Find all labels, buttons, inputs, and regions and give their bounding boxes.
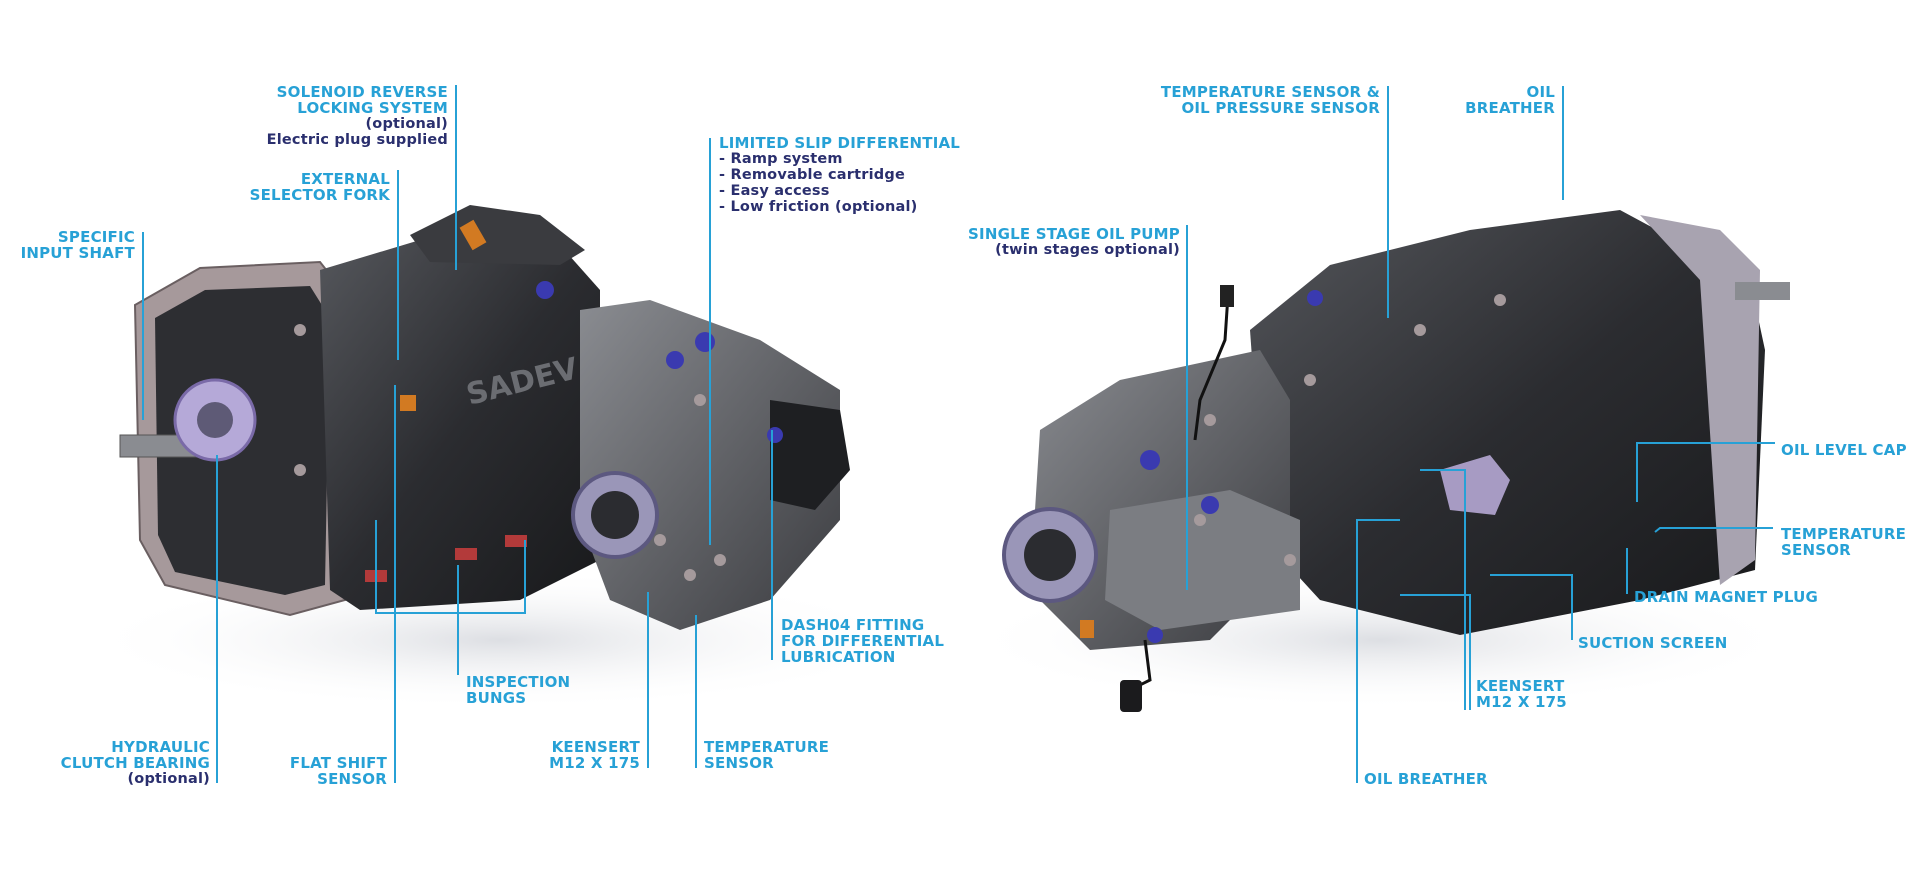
label-temperature-oil-pressure-sensor: TEMPERATURE SENSOR & OIL PRESSURE SENSOR xyxy=(1150,84,1380,116)
label-line: OIL LEVEL CAP xyxy=(1781,441,1907,459)
label-line: OIL PRESSURE SENSOR xyxy=(1181,99,1380,117)
label-line: FOR DIFFERENTIAL xyxy=(781,632,945,650)
label-line: DRAIN MAGNET PLUG xyxy=(1634,588,1818,606)
label-line: FLAT SHIFT xyxy=(289,754,387,772)
label-line: OIL BREATHER xyxy=(1364,770,1488,788)
label-line: SOLENOID REVERSE xyxy=(276,83,448,101)
label-line: SPECIFIC xyxy=(57,228,135,246)
label-hydraulic-clutch-bearing: HYDRAULIC CLUTCH BEARING (optional) xyxy=(50,739,210,787)
label-line: INPUT SHAFT xyxy=(20,244,135,262)
lsd-item: - Low friction (optional) xyxy=(719,199,918,215)
label-line: M12 X 175 xyxy=(549,754,640,772)
label-note: (twin stages optional) xyxy=(995,242,1180,258)
label-optional: (optional) xyxy=(127,771,210,787)
label-line: TEMPERATURE xyxy=(1781,525,1907,543)
label-line: EXTERNAL xyxy=(300,170,390,188)
label-keensert-right: KEENSERT M12 X 175 xyxy=(1476,678,1586,710)
label-line: SENSOR xyxy=(704,754,774,772)
label-solenoid-reverse: SOLENOID REVERSE LOCKING SYSTEM (optiona… xyxy=(260,84,448,148)
label-oil-breather-top: OIL BREATHER xyxy=(1450,84,1555,116)
label-line: KEENSERT xyxy=(551,738,640,756)
label-line: CLUTCH BEARING xyxy=(60,754,210,772)
lsd-item: - Removable cartridge xyxy=(719,167,905,183)
label-suction-screen: SUCTION SCREEN xyxy=(1578,635,1738,651)
label-keensert-left: KEENSERT M12 X 175 xyxy=(530,739,640,771)
lsd-item: - Ramp system xyxy=(719,151,843,167)
label-line: TEMPERATURE xyxy=(704,738,830,756)
label-line: BUNGS xyxy=(466,689,527,707)
label-dash04-fitting: DASH04 FITTING FOR DIFFERENTIAL LUBRICAT… xyxy=(781,616,945,666)
label-temperature-sensor-left: TEMPERATURE SENSOR xyxy=(704,739,834,771)
label-line: SENSOR xyxy=(317,770,387,788)
label-flat-shift-sensor: FLAT SHIFT SENSOR xyxy=(280,755,387,787)
label-line: LUBRICATION xyxy=(781,648,896,666)
label-line: DASH04 FITTING xyxy=(781,616,925,634)
label-line: OIL xyxy=(1526,83,1555,101)
label-line: SUCTION SCREEN xyxy=(1578,634,1728,652)
label-optional: (optional) xyxy=(365,116,448,132)
label-note: Electric plug supplied xyxy=(266,132,448,148)
label-external-selector-fork: EXTERNAL SELECTOR FORK xyxy=(240,171,390,203)
label-line: HYDRAULIC xyxy=(111,738,210,756)
label-line: M12 X 175 xyxy=(1476,693,1567,711)
label-line: KEENSERT xyxy=(1476,677,1565,695)
label-limited-slip-differential: LIMITED SLIP DIFFERENTIAL - Ramp system … xyxy=(719,134,961,215)
label-specific-input-shaft: SPECIFIC INPUT SHAFT xyxy=(20,229,135,261)
right-gearbox xyxy=(960,210,1800,712)
label-line: SENSOR xyxy=(1781,541,1851,559)
label-title: LIMITED SLIP DIFFERENTIAL xyxy=(719,134,961,152)
label-inspection-bungs: INSPECTION BUNGS xyxy=(466,674,576,706)
label-line: BREATHER xyxy=(1465,99,1555,117)
label-title: SINGLE STAGE OIL PUMP xyxy=(968,225,1180,243)
label-oil-breather-bottom: OIL BREATHER xyxy=(1364,771,1494,787)
label-oil-level-cap: OIL LEVEL CAP xyxy=(1781,442,1911,458)
leader-lines xyxy=(142,85,1775,783)
label-single-stage-oil-pump: SINGLE STAGE OIL PUMP (twin stages optio… xyxy=(960,226,1180,258)
label-line: SELECTOR FORK xyxy=(249,186,390,204)
lsd-item: - Easy access xyxy=(719,183,830,199)
label-drain-magnet-plug: DRAIN MAGNET PLUG xyxy=(1634,589,1824,605)
label-temperature-sensor-right: TEMPERATURE SENSOR xyxy=(1781,526,1911,558)
label-line: INSPECTION xyxy=(466,673,571,691)
label-line: LOCKING SYSTEM xyxy=(297,99,448,117)
label-line: TEMPERATURE SENSOR & xyxy=(1160,83,1380,101)
